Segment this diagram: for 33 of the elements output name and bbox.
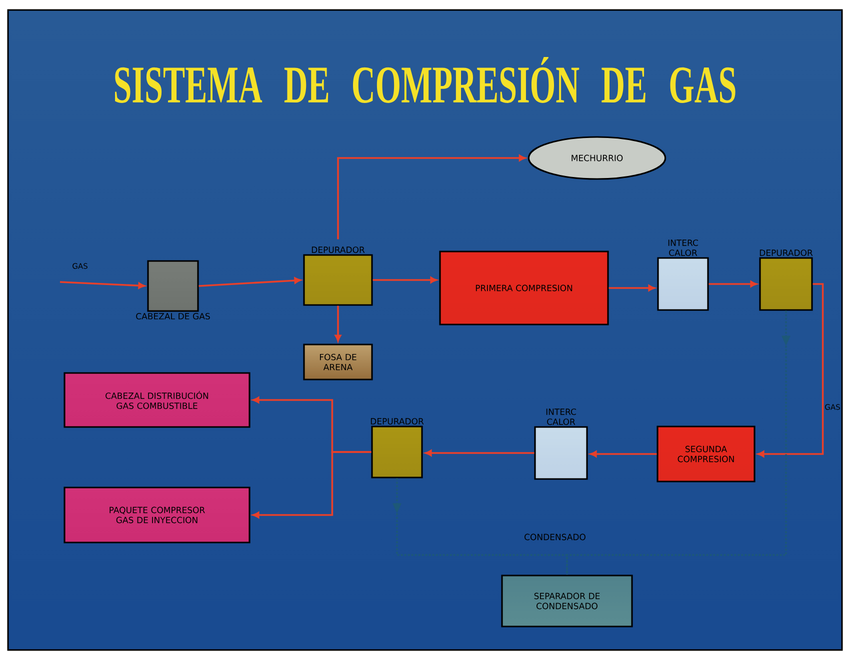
flow-arrow bbox=[425, 450, 534, 456]
destination-box: PAQUETE COMPRESOR GAS DE INYECCION bbox=[64, 486, 250, 544]
scrubber-box: DEPURADOR bbox=[303, 246, 373, 306]
flow-arrow bbox=[758, 283, 824, 458]
destination-box: CABEZAL DISTRIBUCIÓN GAS COMBUSTIBLE bbox=[64, 372, 250, 428]
dotted-arrow bbox=[566, 310, 790, 575]
flow-arrow bbox=[334, 306, 342, 342]
scrubber-box: DEPURADOR bbox=[759, 250, 813, 311]
flow-arrow bbox=[252, 451, 372, 518]
heat-exchanger-box: INTERC CALOR bbox=[657, 240, 709, 311]
flow-arrow bbox=[198, 277, 301, 287]
node-label: CABEZAL DE GAS bbox=[136, 313, 210, 320]
scrubber-box: DEPURADOR bbox=[370, 418, 424, 478]
flow-arrow bbox=[590, 450, 657, 458]
stream-label: CONDENSADO bbox=[524, 534, 586, 540]
node-label: INTERC CALOR bbox=[546, 408, 576, 426]
node-label: DEPURADOR bbox=[312, 246, 365, 253]
heat-exchanger-box: INTERC CALOR bbox=[534, 408, 588, 480]
flow-arrow bbox=[60, 281, 145, 289]
flow-arrow bbox=[337, 154, 526, 240]
title: SISTEMA DE COMPRESIÓN DE GAS bbox=[115, 57, 736, 103]
header-box: CABEZAL DE GAS bbox=[136, 260, 210, 320]
dotted-arrow bbox=[392, 478, 568, 575]
compressor-box: PRIMERA COMPRESION bbox=[439, 250, 609, 326]
compressor-box: SEGUNDA COMPRESION bbox=[656, 426, 756, 482]
flow-arrow bbox=[608, 284, 655, 292]
node-label: DEPURADOR bbox=[370, 418, 424, 425]
separator-box: SEPARADOR DE CONDENSADO bbox=[501, 574, 633, 628]
node-label: INTERC CALOR bbox=[668, 240, 698, 256]
node-label: DEPURADOR bbox=[760, 250, 813, 256]
flow-arrow bbox=[708, 280, 757, 288]
flow-arrow bbox=[372, 276, 437, 284]
pit-box: FOSA DE ARENA bbox=[303, 344, 373, 380]
